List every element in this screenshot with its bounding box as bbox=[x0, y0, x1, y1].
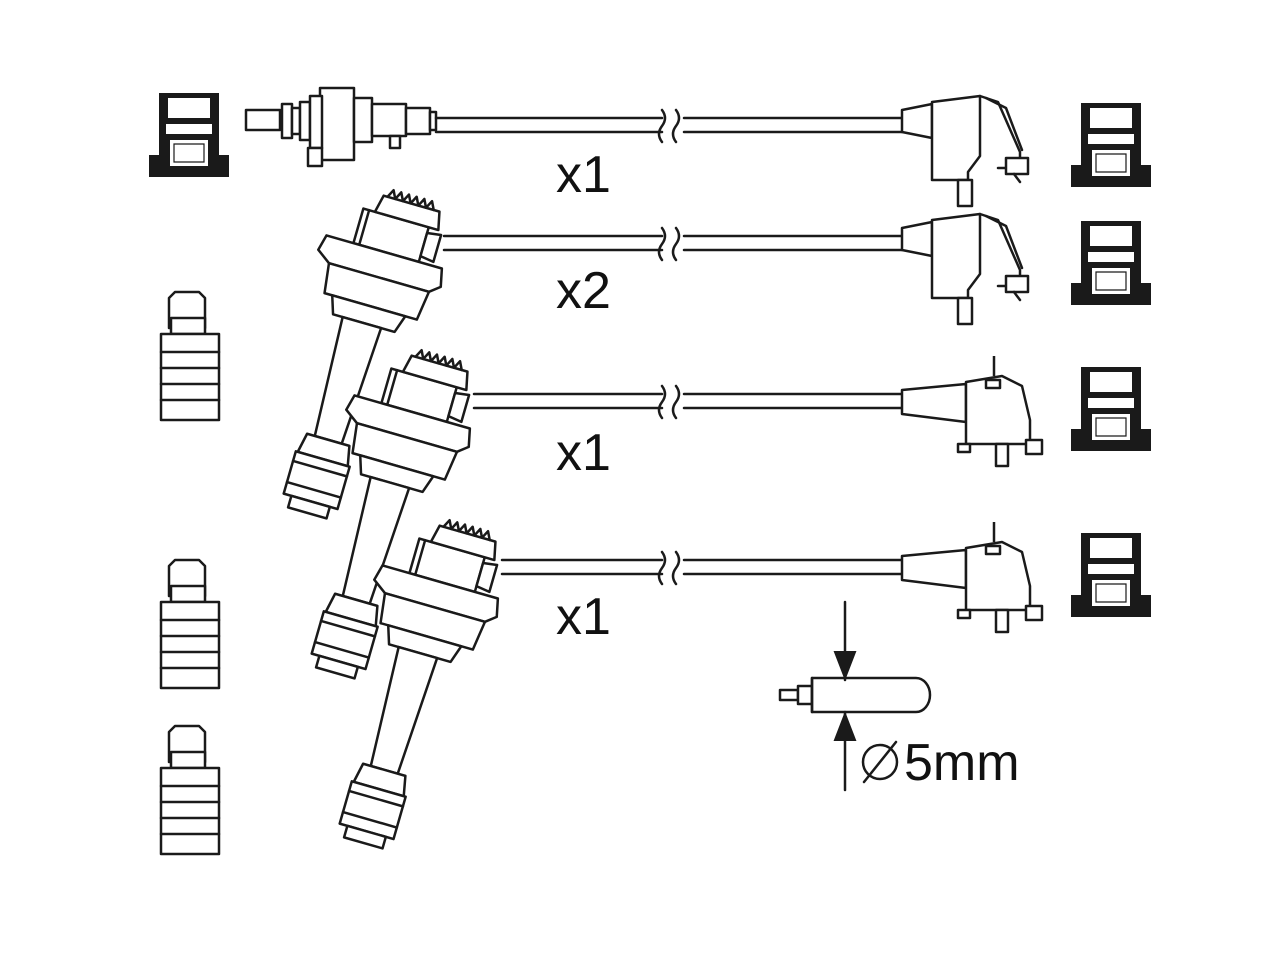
plug-connector-icon bbox=[159, 290, 221, 422]
ignition-cable-icon bbox=[472, 384, 904, 420]
cable-diameter-detail: 5mm bbox=[778, 600, 1020, 792]
distributor-terminal-icon bbox=[900, 212, 1030, 326]
row4-quantity: x1 bbox=[556, 588, 611, 646]
ignition-cable-icon bbox=[500, 550, 904, 586]
row1-quantity: x1 bbox=[556, 146, 611, 204]
ignition-cable-icon bbox=[442, 226, 904, 262]
boot-cap-icon bbox=[149, 93, 229, 177]
boot-cap-icon bbox=[1071, 103, 1151, 187]
distributor-terminal-icon bbox=[900, 354, 1044, 468]
row3-quantity: x1 bbox=[556, 424, 611, 482]
diameter-symbol-icon bbox=[861, 740, 899, 784]
distributor-terminal-icon bbox=[900, 94, 1030, 208]
cable-diameter-label: 5mm bbox=[904, 734, 1020, 792]
boot-cap-icon bbox=[1071, 221, 1151, 305]
distributor-terminal-icon bbox=[900, 520, 1044, 634]
spark-plug-boot-icon bbox=[302, 503, 521, 863]
boot-cap-icon bbox=[1071, 533, 1151, 617]
ignition-cable-icon bbox=[244, 86, 904, 168]
plug-connector-icon bbox=[159, 724, 221, 856]
plug-connector-icon bbox=[159, 558, 221, 690]
boot-cap-icon bbox=[1071, 367, 1151, 451]
row2-quantity: x2 bbox=[556, 262, 611, 320]
